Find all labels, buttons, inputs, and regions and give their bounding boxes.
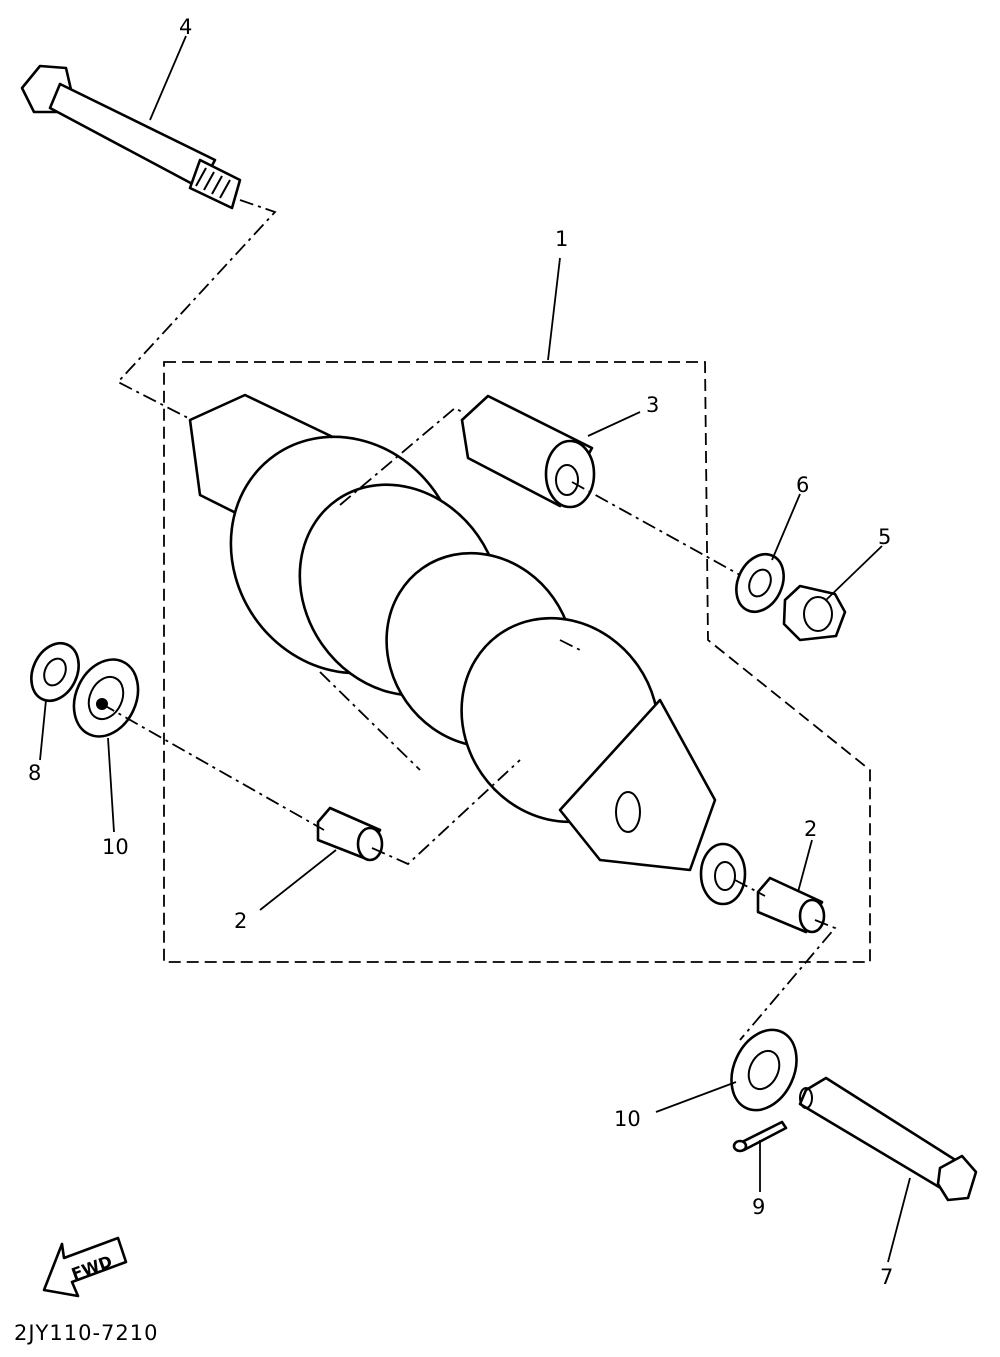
part-2-collar-left bbox=[316, 806, 384, 862]
alignment-line-lower bbox=[371, 759, 521, 866]
callout-3: 3 bbox=[646, 393, 659, 417]
alignment-line-upper-right bbox=[571, 481, 741, 576]
part-4-bolt bbox=[20, 64, 242, 210]
leader-6 bbox=[771, 493, 801, 561]
leader-10-lower bbox=[655, 1081, 737, 1113]
alignment-line-right bbox=[734, 879, 766, 897]
part-3-bushing bbox=[460, 394, 596, 509]
leader-2-left bbox=[259, 849, 337, 911]
callout-2-left: 2 bbox=[234, 909, 247, 933]
callout-7: 7 bbox=[880, 1265, 893, 1289]
part-2-collar-right bbox=[756, 876, 826, 934]
leader-10-left bbox=[107, 737, 115, 833]
part-5-nut bbox=[782, 584, 847, 642]
alignment-line-diagonal bbox=[319, 639, 581, 771]
part-1-shock-absorber bbox=[188, 393, 747, 906]
drawing-code: 2JY110-7210 bbox=[14, 1321, 159, 1345]
leader-1 bbox=[547, 257, 561, 361]
alignment-line-lower-right bbox=[739, 919, 837, 1041]
callout-9: 9 bbox=[752, 1195, 765, 1219]
callout-5: 5 bbox=[878, 525, 891, 549]
callout-10-left: 10 bbox=[102, 835, 129, 859]
fwd-arrow-icon: FWD bbox=[42, 1236, 128, 1298]
alignment-line-upper bbox=[339, 406, 463, 506]
part-7-pin bbox=[798, 1076, 978, 1202]
callout-4: 4 bbox=[179, 15, 192, 39]
leader-8 bbox=[39, 699, 47, 761]
callout-6: 6 bbox=[796, 473, 809, 497]
leader-5 bbox=[825, 545, 883, 601]
part-10-seal-lower bbox=[730, 1028, 798, 1112]
alignment-line-left bbox=[101, 703, 325, 831]
part-9-cotter-pin bbox=[732, 1120, 788, 1153]
leader-2-right bbox=[797, 839, 813, 893]
leader-4 bbox=[149, 35, 187, 121]
callout-10-lower: 10 bbox=[614, 1107, 641, 1131]
callout-8: 8 bbox=[28, 761, 41, 785]
leader-7 bbox=[887, 1177, 911, 1263]
part-10-seal-left bbox=[72, 658, 140, 738]
callout-2-right: 2 bbox=[804, 817, 817, 841]
alignment-line-bolt bbox=[116, 199, 277, 421]
leader-3 bbox=[587, 411, 641, 437]
callout-1: 1 bbox=[555, 227, 568, 251]
part-6-washer bbox=[735, 552, 785, 614]
part-8-washer bbox=[30, 641, 80, 703]
assembly-1-boundary bbox=[163, 361, 871, 963]
